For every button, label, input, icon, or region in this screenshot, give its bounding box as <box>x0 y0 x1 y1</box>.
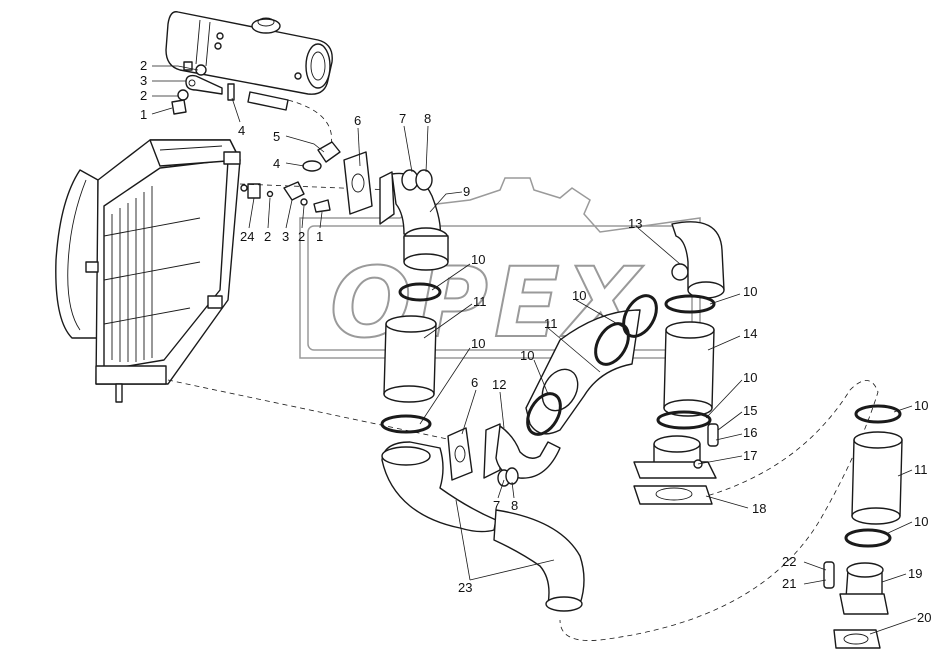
callout-2: 2 <box>298 229 305 244</box>
callout-22: 22 <box>782 554 796 569</box>
callout-10: 10 <box>572 288 586 303</box>
callout-18: 18 <box>752 501 766 516</box>
watermark-gear-icon <box>299 177 701 359</box>
callout-leader-lines <box>151 65 917 635</box>
callout-12: 12 <box>492 377 506 392</box>
callout-21: 21 <box>782 576 796 591</box>
callout-7: 7 <box>399 111 406 126</box>
lower-elbow-pipe <box>483 423 561 487</box>
radiator-assembly <box>55 139 241 403</box>
callout-17: 17 <box>743 448 757 463</box>
callout-24: 24 <box>240 229 254 244</box>
callout-2: 2 <box>264 229 271 244</box>
callout-13: 13 <box>628 216 642 231</box>
callout-19: 19 <box>908 566 922 581</box>
callout-8: 8 <box>424 111 431 126</box>
callout-11: 11 <box>914 462 928 477</box>
assembly-centerline-3 <box>559 380 879 641</box>
callout-10: 10 <box>471 252 485 267</box>
vent-hose <box>247 91 341 172</box>
callout-10: 10 <box>914 514 928 529</box>
callout-15: 15 <box>743 403 757 418</box>
callout-23: 23 <box>458 580 472 595</box>
diagonal-corrugated-hose <box>525 263 689 436</box>
lower-long-hose <box>381 441 585 612</box>
expansion-tank <box>165 11 333 95</box>
callout-20: 20 <box>917 610 931 625</box>
drain-fittings <box>171 64 235 115</box>
callout-2: 2 <box>140 88 147 103</box>
right-straight-hose <box>656 294 716 430</box>
callout-5: 5 <box>273 129 280 144</box>
callout-6: 6 <box>471 375 478 390</box>
callout-16: 16 <box>743 425 757 440</box>
callout-3: 3 <box>140 73 147 88</box>
lower-flange <box>447 427 473 481</box>
callout-11: 11 <box>473 294 487 309</box>
drain-plug-set <box>240 181 331 213</box>
callout-7: 7 <box>493 498 500 513</box>
callout-labels: 2 3 2 1 4 5 4 24 2 3 2 1 6 7 8 9 10 11 1… <box>140 58 931 625</box>
callout-14: 14 <box>743 326 757 341</box>
callout-4: 4 <box>238 123 245 138</box>
callout-11: 11 <box>544 316 558 331</box>
callout-6: 6 <box>354 113 361 128</box>
callout-10: 10 <box>743 370 757 385</box>
callout-10: 10 <box>914 398 928 413</box>
callout-3: 3 <box>282 229 289 244</box>
upper-straight-hose <box>380 235 449 434</box>
callout-10: 10 <box>471 336 485 351</box>
right-flange-pipe <box>633 423 719 505</box>
assembly-centerline-2 <box>167 379 453 441</box>
right-elbow-pipe <box>671 221 725 299</box>
callout-10: 10 <box>743 284 757 299</box>
callout-8: 8 <box>511 498 518 513</box>
callout-10: 10 <box>520 348 534 363</box>
callout-1: 1 <box>140 107 147 122</box>
far-right-hose-stack <box>823 404 903 649</box>
callout-1: 1 <box>316 229 323 244</box>
callout-9: 9 <box>463 184 470 199</box>
callout-4: 4 <box>273 156 280 171</box>
upper-flange <box>343 151 373 215</box>
callout-2: 2 <box>140 58 147 73</box>
